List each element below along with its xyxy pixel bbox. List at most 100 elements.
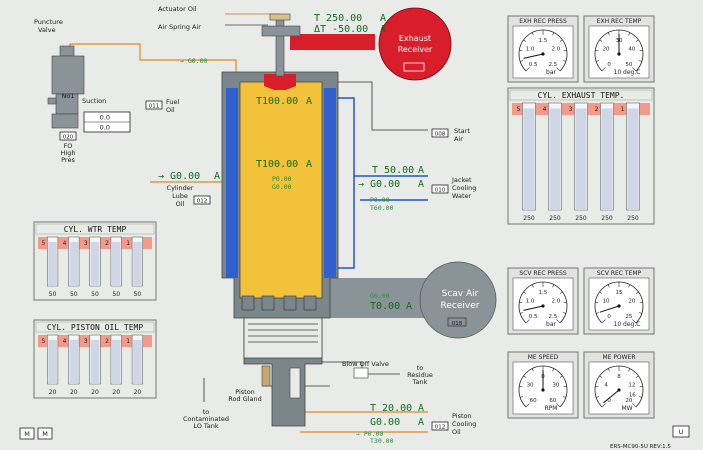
btn-011-label: 011 [149,104,160,110]
panel-title: CYL. PISTON OIL TEMP [47,323,144,332]
gauge-unit: 10 deg.C [614,321,641,328]
bottom-right-button-label: U [679,428,684,436]
actuator-oil-label: Actuator Oil [158,5,197,13]
suction-label: Suction [82,97,106,105]
panel-title: CYL. WTR TEMP [64,225,127,234]
engine-cylinder [221,13,369,427]
gauge-tick-label: 12 [628,383,635,389]
gauge-unit: RPM [545,405,558,412]
bottom-left-button-1[interactable] [19,427,35,440]
btn-012[interactable] [193,195,211,205]
gauge-tick-label: 0 [607,398,611,404]
temp-value: 50 [112,291,120,298]
scav-t-value: T0.00 [370,301,400,312]
jacket-g-unit: A [418,179,424,190]
temp-value: 250 [523,215,535,222]
gauge-tick-label: 60 [549,398,556,404]
gauge-tick-label: 8 [617,374,621,380]
gauge-needle [603,389,620,404]
temp-value: 250 [575,215,587,222]
air-spring-air-label: Air Spring Air [158,23,201,31]
gauge-title: SCV REC TEMP [597,270,642,277]
temp-bar-fill [90,241,100,286]
temp-value: 50 [91,291,99,298]
btn-020[interactable] [59,131,77,141]
jacket-t-unit: A [418,165,424,176]
exhaust-receiver-label-1: Exhaust [399,34,431,43]
cyl-top-temp: T100.00 [256,96,298,107]
gauge-title: EXH REC PRESS [519,18,567,25]
gauge-unit: MW [621,405,632,412]
jacket-p-value: P0.00 [370,196,390,204]
btn-008-label: 008 [435,132,446,138]
jacket-cooling-water-2: Cooling [452,184,476,192]
gauge-tick-label: 1.0 [526,47,535,53]
btn-011[interactable] [145,100,163,110]
pump-no1-label: No1 [62,92,75,100]
temp-bar-fill [90,339,100,384]
gauge-needle [523,53,544,59]
fuel-pump[interactable]: No1 [47,45,85,129]
exhaust-temp-value: T 250.00 [314,13,362,24]
pco-t2-value: T30.00 [370,437,394,445]
to-contaminated-1: to [203,408,210,416]
gauge-tick-label: 1.0 [526,299,535,305]
gauge-tick-label: 30 [527,383,534,389]
temp-bar-fill [601,108,613,210]
exhaust-receiver[interactable]: Exhaust Receiver [290,7,452,81]
start-air-label-1: Start [454,127,470,135]
exh-rec-temp-gauge: EXH REC TEMP02030405010 deg.C [583,15,655,83]
piston-cooling-oil-1: Piston [452,412,472,420]
gauge-tick-label: 20 [603,47,610,53]
btn-008[interactable] [431,128,449,138]
jacket-cooling-water-1: Jacket [451,176,472,184]
gauge-tick-label: 60 [530,398,537,404]
bottom-left-button-2[interactable] [37,427,53,440]
lube-g-value: → G0.00 [158,171,200,182]
temp-bar-fill [69,339,79,384]
cylinder-number: 3 [84,240,88,247]
exhaust-temp-unit: A [380,13,386,24]
temp-bar-fill [133,339,142,384]
temp-value: 250 [601,215,613,222]
gauge-tick-label: 20 [625,398,632,404]
btn-012b[interactable] [431,421,449,431]
temp-bar-fill [48,241,57,286]
cylinder-number: 2 [105,240,109,247]
scav-t-unit: A [406,301,412,312]
temp-bar-fill [627,108,639,210]
temp-value: 20 [134,389,142,396]
btn-012-label: 012 [197,199,208,205]
fo-high-pres-1: FO [64,142,73,150]
gauge-tick-label: 2.0 [552,47,561,53]
temp-value: 20 [49,389,57,396]
jacket-t-value: T 50.00 [372,165,414,176]
temp-bar-fill [69,241,79,286]
btn-010[interactable] [431,184,449,194]
cyl-mid-unit: A [306,159,312,170]
exhaust-receiver-label-2: Receiver [398,45,433,54]
cylinder-number: 4 [63,338,67,345]
gauge-tick-label: 10 [603,299,610,305]
cyl-lube-oil-3: Oil [176,200,185,208]
fuel-high-pressure-line [69,43,237,82]
cylinder-number: 3 [569,106,573,113]
gauge-tick-label: 15 [616,290,623,296]
gauge-tick-label: 50 [625,62,632,68]
lube-g-unit: A [214,171,220,182]
gauge-title: ME SPEED [528,354,559,361]
puncture-valve-label-2: Valve [38,26,56,34]
bottom-right-button[interactable] [672,425,690,438]
fo-high-pres-3: Pres [61,156,75,164]
temp-value: 250 [549,215,561,222]
puncture-valve-label-1: Puncture [34,18,63,26]
cylinder-number: 4 [543,106,547,113]
gauge-tick-label: 40 [628,47,635,53]
scav-air-receiver[interactable]: Scav Air Receiver 018 [330,261,497,339]
temp-value: 20 [70,389,78,396]
temp-bar-fill [111,241,121,286]
exhaust-dt-unit: A [380,24,386,35]
